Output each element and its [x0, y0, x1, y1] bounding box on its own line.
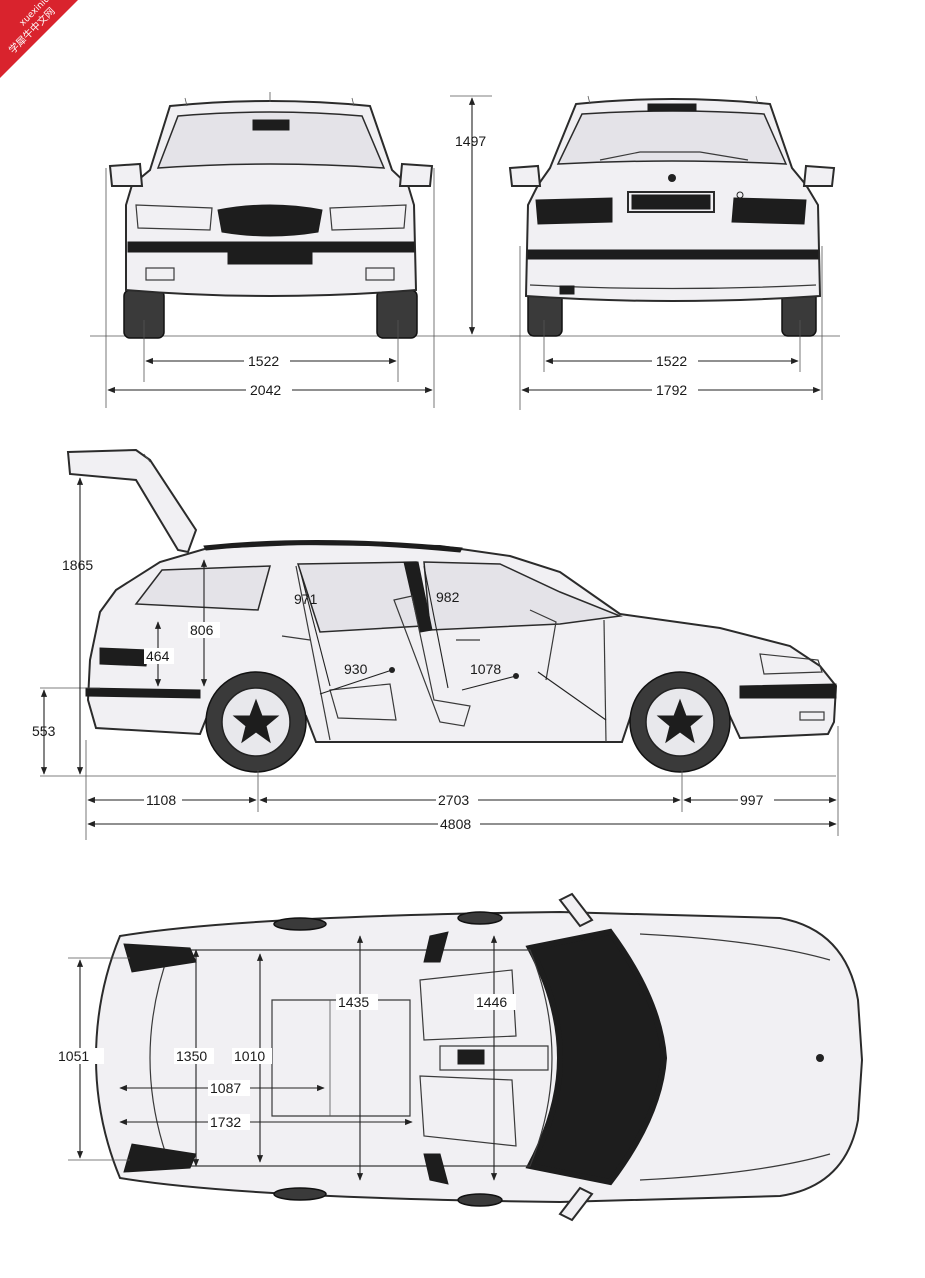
- watermark-badge: xuexiniu 学犀牛中文网: [0, 0, 78, 78]
- rear-view: 1522 1792: [508, 95, 840, 410]
- top-load-width-max-label: 1350: [176, 1048, 207, 1064]
- rear-track-label: 1522: [656, 353, 687, 369]
- top-tailgate-width-label: 1051: [58, 1048, 89, 1064]
- front-width-label: 2042: [250, 382, 281, 398]
- top-load-length-label: 1087: [210, 1080, 241, 1096]
- top-view: 1051 1350 1010 1435 1446 1087 1732: [56, 892, 864, 1222]
- side-tailgate-height-label: 1865: [62, 557, 93, 573]
- side-view: 1865 553 806 464 971 982 930 1078 1108 2…: [32, 448, 839, 840]
- side-rear-headroom-label: 971: [294, 591, 318, 607]
- side-front-headroom-label: 982: [436, 589, 460, 605]
- side-front-overhang-label: 997: [740, 792, 764, 808]
- side-front-legroom-label: 1078: [470, 661, 501, 677]
- top-rear-shoulder-label: 1435: [338, 994, 369, 1010]
- front-view: 1497 1522 2042: [90, 92, 520, 408]
- side-load-opening-label: 806: [190, 622, 214, 638]
- top-load-width-arches-label: 1010: [234, 1048, 265, 1064]
- front-height-label: 1497: [455, 133, 486, 149]
- side-sill-height-label: 553: [32, 723, 56, 739]
- side-wheelbase-label: 2703: [438, 792, 469, 808]
- side-rear-legroom-label: 930: [344, 661, 368, 677]
- side-length-label: 4808: [440, 816, 471, 832]
- top-load-length-folded-label: 1732: [210, 1114, 241, 1130]
- rear-width-label: 1792: [656, 382, 687, 398]
- side-rear-window-label: 464: [146, 648, 170, 664]
- side-rear-overhang-label: 1108: [146, 792, 176, 808]
- top-front-shoulder-label: 1446: [476, 994, 507, 1010]
- front-track-label: 1522: [248, 353, 279, 369]
